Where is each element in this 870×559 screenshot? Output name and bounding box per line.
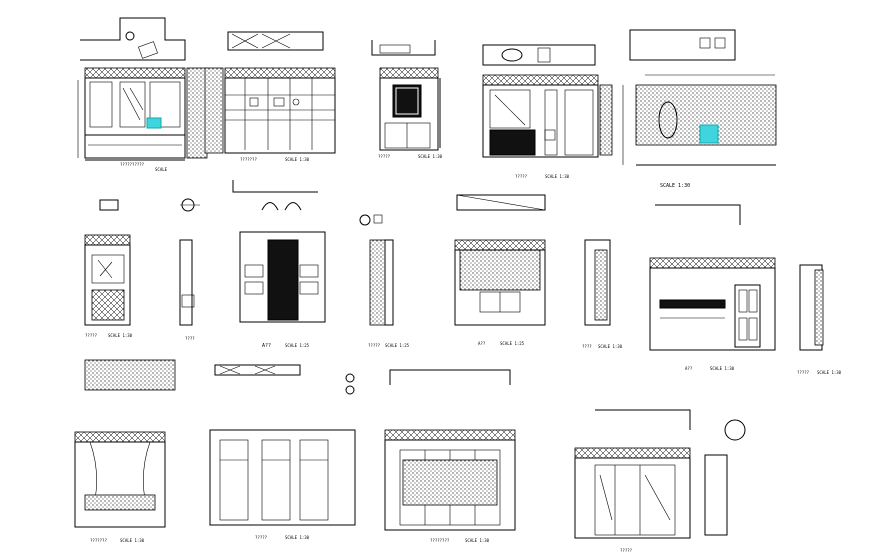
scale-b4: SCALE 1:25 — [385, 343, 410, 348]
elevation-a4: ????? SCALE 1:30 — [482, 44, 613, 179]
label-a4: ????? — [515, 174, 528, 179]
plan-detail-c0 — [84, 359, 511, 395]
label-b3: A?? — [262, 343, 271, 349]
scale-c3: SCALE 1:30 — [465, 538, 490, 543]
label-c3: ???????? — [430, 538, 450, 543]
section-b8: ????? SCALE 1:30 — [797, 264, 842, 375]
elevation-b5: A?? SCALE 1:25 — [454, 194, 546, 346]
label-a3: ????? — [378, 154, 391, 159]
elevation-a5: SCALE 1:30 — [622, 29, 777, 189]
elevation-b3: A?? SCALE 1:25 — [232, 180, 326, 349]
scale-a5: SCALE 1:30 — [660, 183, 690, 189]
scale-b7: SCALE 1:30 — [710, 366, 735, 371]
label-b6: ???? — [582, 344, 592, 349]
scale-b6: SCALE 1:30 — [598, 344, 623, 349]
scale-b5: SCALE 1:25 — [500, 341, 525, 346]
label-b1: ????? — [85, 333, 98, 338]
scale-b1: SCALE 1:30 — [108, 333, 133, 338]
label-c1: ??????? — [90, 538, 107, 543]
elevation-a3: ????? SCALE 1:30 — [371, 40, 443, 159]
scale-c2: SCALE 1:30 — [285, 535, 310, 540]
label-c2: ????? — [255, 535, 268, 540]
elevation-c4: ????? — [574, 409, 746, 553]
elevation-a2: ??????? SCALE 1:30 — [204, 31, 336, 162]
elevation-a1: ?????????? SCALE — [77, 17, 208, 172]
scale-a3: SCALE 1:30 — [418, 154, 443, 159]
scale-b3: SCALE 1:25 — [285, 343, 310, 348]
scale-c1: SCALE 1:30 — [120, 538, 145, 543]
section-b4: ????? SCALE 1:25 — [359, 214, 410, 348]
label-a1: ?????????? — [120, 162, 145, 167]
label-a2: ??????? — [240, 157, 257, 162]
label-b5: A?? — [478, 341, 486, 346]
label-c4: ????? — [620, 548, 633, 553]
scale-a2: SCALE 1:30 — [285, 157, 310, 162]
scale-a1: SCALE — [155, 167, 168, 172]
label-b4: ????? — [368, 343, 381, 348]
elevation-b7: A?? SCALE 1:30 — [649, 204, 776, 371]
label-b2: ???? — [185, 336, 195, 341]
elevation-c1: ??????? SCALE 1:30 — [74, 431, 166, 543]
elevation-b1: ????? SCALE 1:30 — [84, 199, 133, 338]
elevation-c2: ????? SCALE 1:30 — [209, 429, 356, 540]
section-b2: ???? — [179, 198, 200, 341]
label-b8: ????? — [797, 370, 810, 375]
scale-b8: SCALE 1:30 — [817, 370, 842, 375]
scale-a4: SCALE 1:30 — [545, 174, 570, 179]
label-b7: A?? — [685, 366, 693, 371]
section-b6: ???? SCALE 1:30 — [582, 239, 623, 349]
elevation-c3: ???????? SCALE 1:30 — [384, 429, 516, 543]
